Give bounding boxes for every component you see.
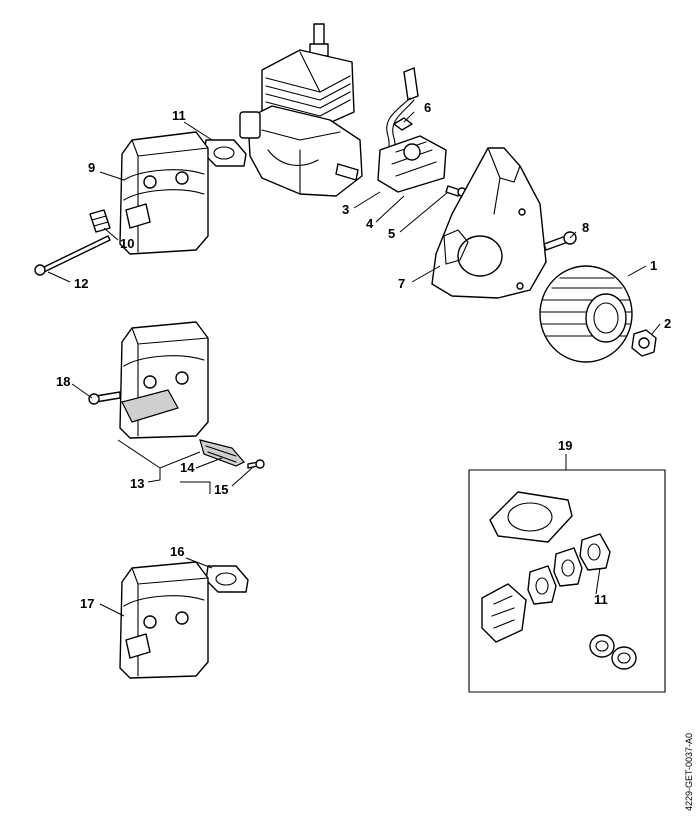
callout-5: 5 — [388, 226, 395, 241]
callout-11: 11 — [172, 108, 186, 123]
gasket-set-box — [468, 469, 666, 693]
bolt-12 — [34, 235, 111, 276]
screw-8 — [543, 231, 577, 251]
callout-7: 7 — [398, 276, 405, 291]
callout-10: 10 — [120, 236, 134, 251]
callout-8: 8 — [582, 220, 589, 235]
spark-screen-14 — [199, 439, 245, 467]
screw-15 — [247, 459, 265, 469]
callout-15: 15 — [214, 482, 228, 497]
leader-lines — [47, 111, 661, 617]
bolt-18 — [88, 391, 121, 405]
callout-2: 2 — [664, 316, 671, 331]
muffler-middle — [119, 321, 209, 439]
flywheel — [539, 265, 633, 363]
engine-cylinder — [239, 23, 363, 197]
callout-14: 14 — [180, 460, 195, 475]
callout-1: 1 — [650, 258, 657, 273]
callout-9: 9 — [88, 160, 95, 175]
callout-18: 18 — [56, 374, 70, 389]
callout-3: 3 — [342, 202, 349, 217]
spring-clip-6 — [393, 117, 413, 131]
callout-11-kit: 11 — [594, 592, 608, 607]
gasket-11 — [203, 139, 247, 167]
nut-2 — [631, 329, 657, 357]
callout-13: 13 — [130, 476, 144, 491]
callout-labels: 1 2 3 4 5 6 7 8 9 10 11 12 13 14 15 16 1… — [56, 100, 671, 611]
callout-12: 12 — [74, 276, 88, 291]
callout-16: 16 — [170, 544, 184, 559]
muffler-17 — [119, 561, 209, 679]
callout-4: 4 — [366, 216, 374, 231]
callout-19: 19 — [558, 438, 572, 453]
ignition-module — [377, 135, 447, 193]
fan-housing — [431, 147, 547, 299]
muffler-9 — [119, 131, 209, 255]
callout-6: 6 — [424, 100, 431, 115]
fitting-10 — [89, 209, 111, 233]
document-id: 4229-GET-0037-A0 — [684, 732, 694, 811]
gasket-16 — [205, 565, 249, 593]
callout-17: 17 — [80, 596, 94, 611]
